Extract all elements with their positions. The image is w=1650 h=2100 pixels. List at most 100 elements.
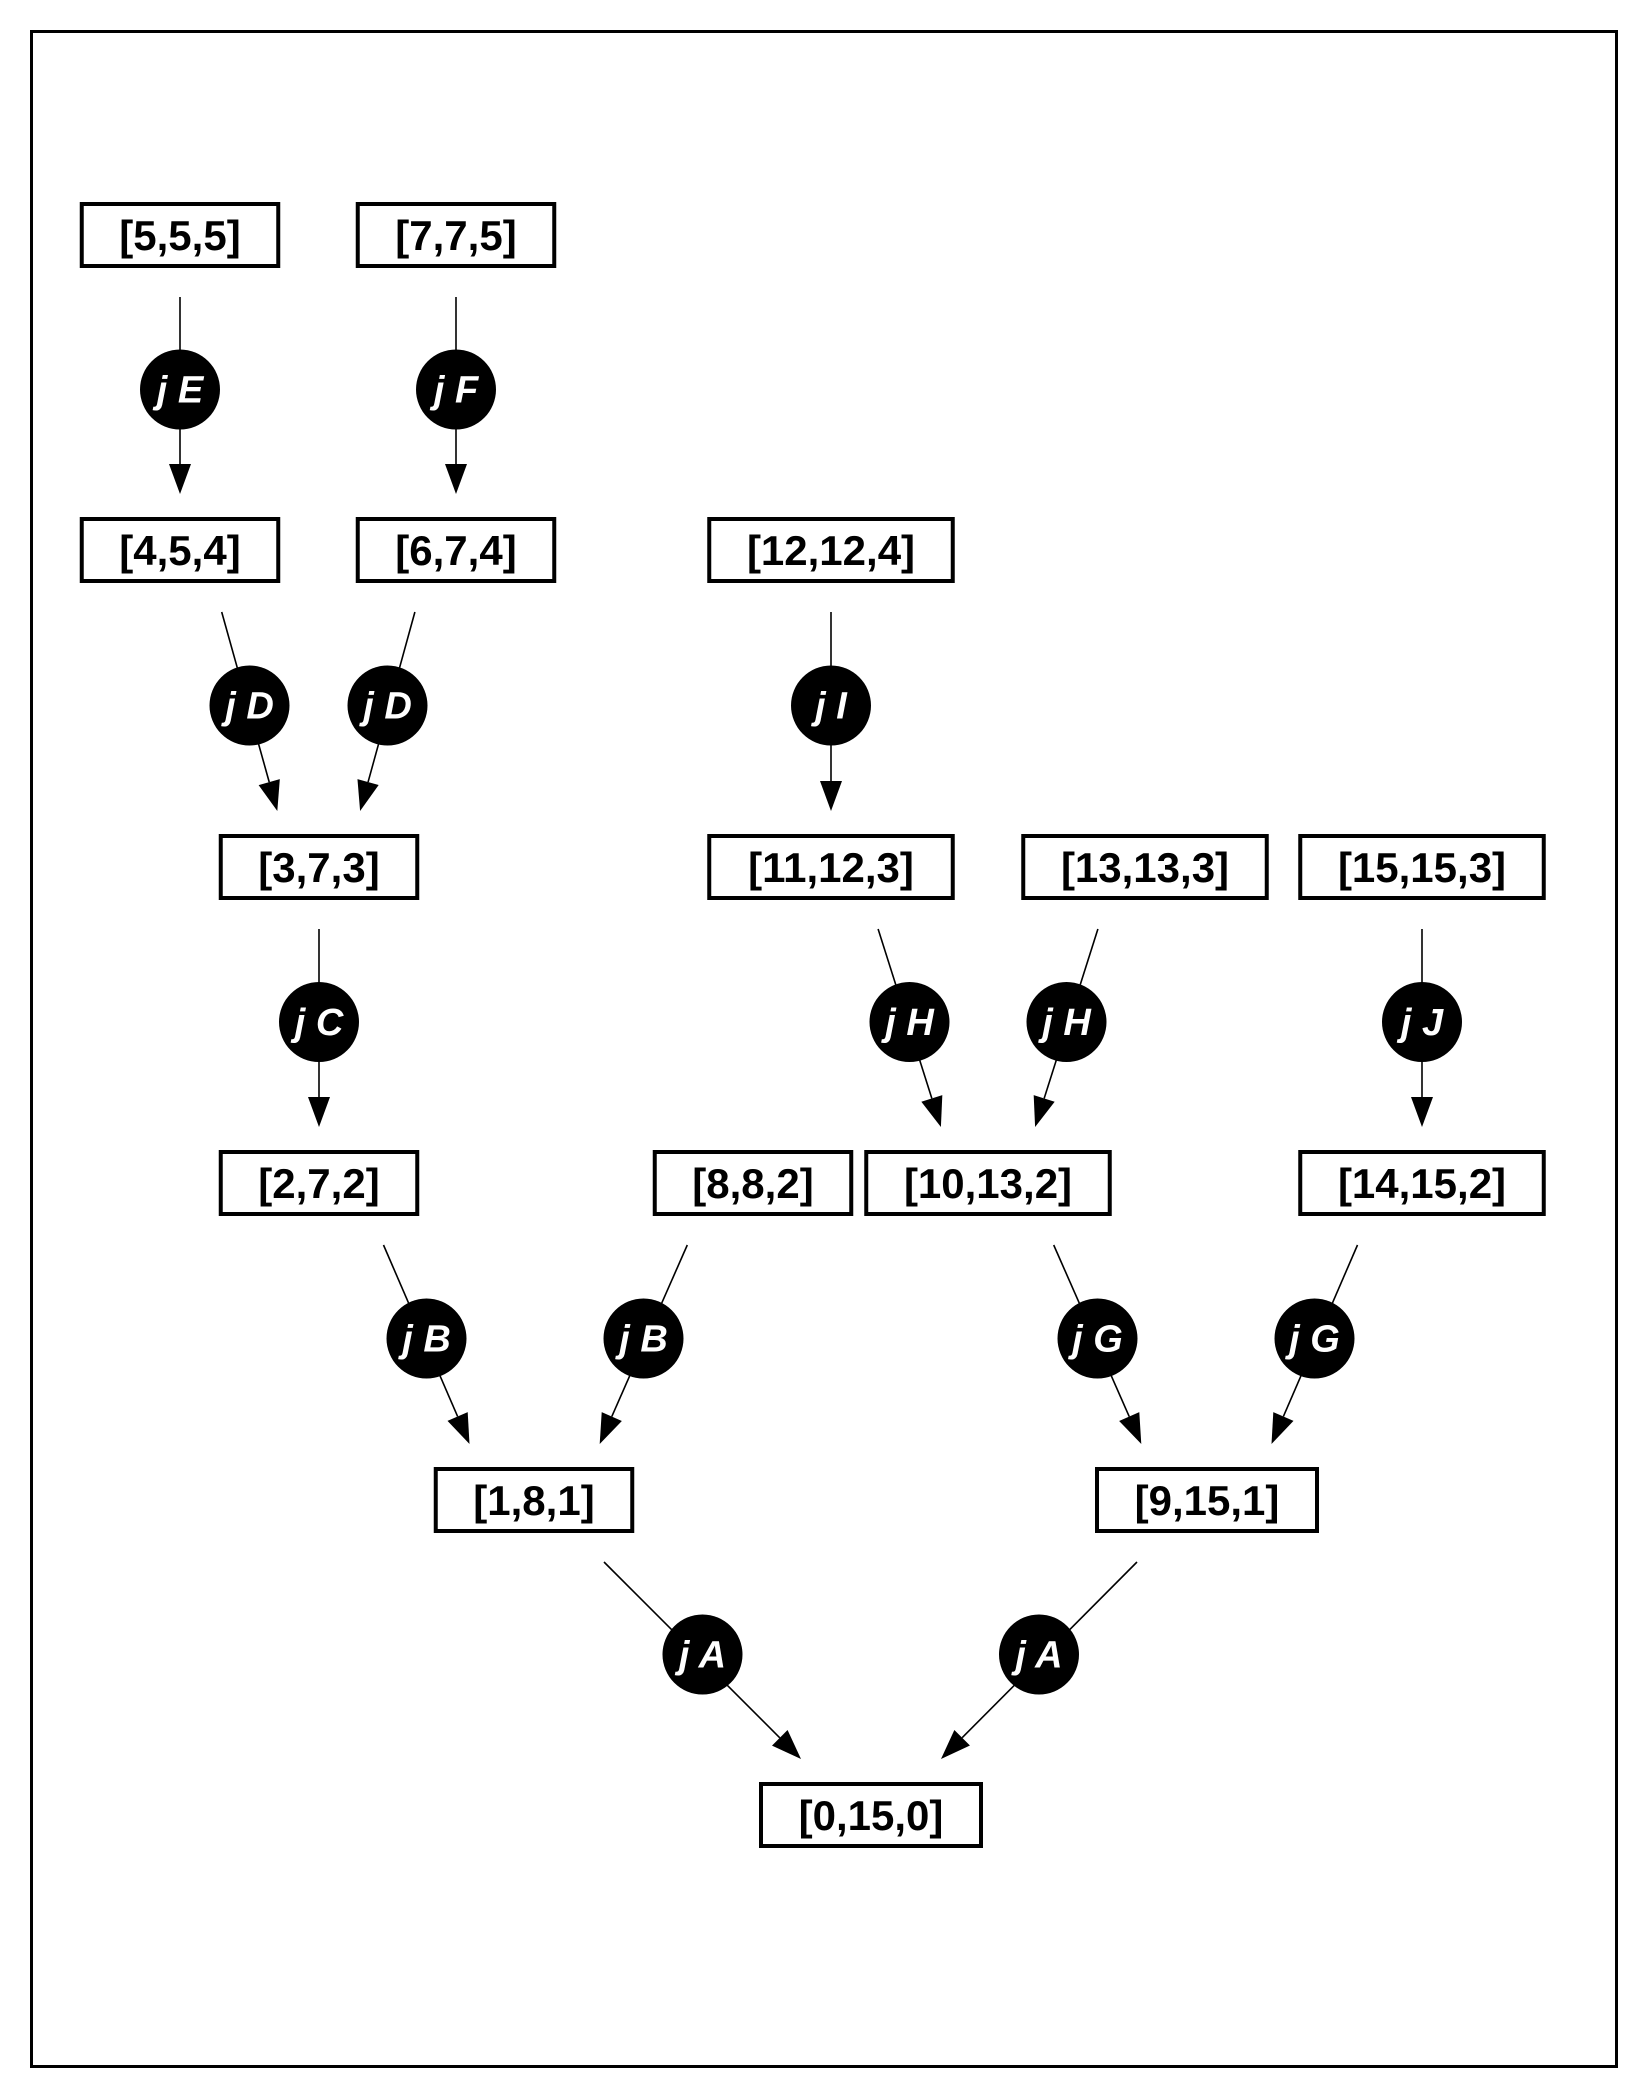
join-label: j G: [1284, 1319, 1340, 1361]
join-label: j J: [1396, 1002, 1444, 1044]
node-box: [1298, 834, 1546, 900]
join-marker: [209, 665, 290, 746]
join-label: j E: [152, 370, 205, 412]
arrowhead-icon: [941, 1729, 970, 1759]
join-label: j B: [397, 1319, 451, 1361]
edge: j A: [603, 1561, 801, 1759]
tree-node: [6,7,4]: [355, 517, 557, 583]
arrowhead-icon: [1271, 1412, 1294, 1444]
node-box: [1095, 1467, 1319, 1533]
node-label: [15,15,3]: [1338, 844, 1506, 891]
node-box: [707, 834, 955, 900]
edge: j C: [279, 929, 359, 1127]
tree-node: [15,15,3]: [1298, 834, 1546, 900]
arrowhead-icon: [1411, 1097, 1433, 1127]
node-box: [79, 202, 281, 268]
arrowhead-icon: [1033, 1095, 1055, 1127]
join-label: j I: [810, 686, 848, 728]
arrowhead-icon: [820, 781, 842, 811]
nodes-layer: [5,5,5] [7,7,5] [4,5,4] [6,7,4] [12,12,4] [3,…: [79, 202, 1546, 1848]
edge: j G: [1271, 1244, 1359, 1444]
node-label: [1,8,1]: [473, 1477, 594, 1524]
arrowhead-icon: [258, 779, 280, 811]
tree-node: [7,7,5]: [355, 202, 557, 268]
node-label: [11,12,3]: [748, 844, 914, 891]
node-label: [6,7,4]: [395, 527, 516, 574]
join-label: j F: [429, 370, 480, 412]
edge: j A: [941, 1561, 1138, 1759]
tree-node: [14,15,2]: [1298, 1150, 1546, 1216]
join-marker: [347, 665, 428, 746]
join-marker: [386, 1298, 467, 1379]
join-marker: [1026, 982, 1107, 1062]
node-label: [8,8,2]: [692, 1160, 813, 1207]
edge: j G: [1052, 1244, 1142, 1444]
join-label: j H: [880, 1002, 935, 1044]
diagram-frame: [30, 30, 1618, 2068]
node-label: [9,15,1]: [1135, 1477, 1280, 1524]
edge: j H: [869, 928, 950, 1127]
arrowhead-icon: [445, 464, 467, 494]
node-label: [4,5,4]: [119, 527, 240, 574]
node-box: [433, 1467, 635, 1533]
tree-node: [13,13,3]: [1021, 834, 1269, 900]
tree-node: [4,5,4]: [79, 517, 281, 583]
edges-layer: j E j F j D j D j I j C j H j H j J j B j B j G j G j…: [140, 297, 1462, 1759]
join-marker: [999, 1614, 1079, 1695]
arrowhead-icon: [357, 779, 379, 811]
join-marker: [1274, 1298, 1355, 1379]
arrowhead-icon: [447, 1412, 470, 1444]
node-label: [5,5,5]: [119, 212, 240, 259]
node-label: [13,13,3]: [1061, 844, 1229, 891]
join-marker: [140, 349, 220, 430]
edge: j D: [347, 611, 428, 811]
edge: j J: [1382, 929, 1462, 1127]
join-label: j D: [358, 686, 412, 728]
node-label: [2,7,2]: [258, 1160, 379, 1207]
tree-node: [5,5,5]: [79, 202, 281, 268]
tree-node: [3,7,3]: [218, 834, 420, 900]
tree-node: [0,15,0]: [759, 1782, 983, 1848]
node-label: [7,7,5]: [395, 212, 516, 259]
join-label: j H: [1037, 1002, 1092, 1044]
tree-node: [8,8,2]: [652, 1150, 854, 1216]
join-label: j A: [674, 1635, 726, 1677]
arrowhead-icon: [169, 464, 191, 494]
tree-node: [11,12,3]: [707, 834, 955, 900]
join-label: j G: [1067, 1319, 1123, 1361]
join-label: j A: [1010, 1635, 1062, 1677]
join-marker: [1382, 982, 1462, 1062]
node-box: [218, 1150, 420, 1216]
join-marker: [869, 982, 950, 1062]
join-label: j C: [290, 1002, 344, 1044]
node-label: [12,12,4]: [747, 527, 915, 574]
node-label: [0,15,0]: [799, 1792, 944, 1839]
arrowhead-icon: [308, 1097, 330, 1127]
arrowhead-icon: [1119, 1412, 1142, 1444]
join-marker: [279, 982, 359, 1062]
node-box: [759, 1782, 983, 1848]
node-label: [10,13,2]: [904, 1160, 1072, 1207]
join-marker: [791, 665, 871, 746]
tree-node: [2,7,2]: [218, 1150, 420, 1216]
tree-node: [12,12,4]: [707, 517, 955, 583]
node-box: [864, 1150, 1112, 1216]
edge: j B: [382, 1244, 470, 1444]
join-label: j D: [220, 686, 274, 728]
join-marker: [416, 349, 496, 430]
edge: j E: [140, 297, 220, 494]
node-box: [355, 202, 557, 268]
join-label: j B: [614, 1319, 668, 1361]
edge: j H: [1026, 928, 1107, 1127]
node-label: [14,15,2]: [1338, 1160, 1506, 1207]
tree-node: [10,13,2]: [864, 1150, 1112, 1216]
edge: j I: [791, 612, 871, 811]
tree-node: [1,8,1]: [433, 1467, 635, 1533]
node-label: [3,7,3]: [258, 844, 379, 891]
join-marker: [603, 1298, 684, 1379]
join-marker: [662, 1614, 743, 1695]
node-box: [652, 1150, 854, 1216]
node-box: [355, 517, 557, 583]
node-box: [218, 834, 420, 900]
